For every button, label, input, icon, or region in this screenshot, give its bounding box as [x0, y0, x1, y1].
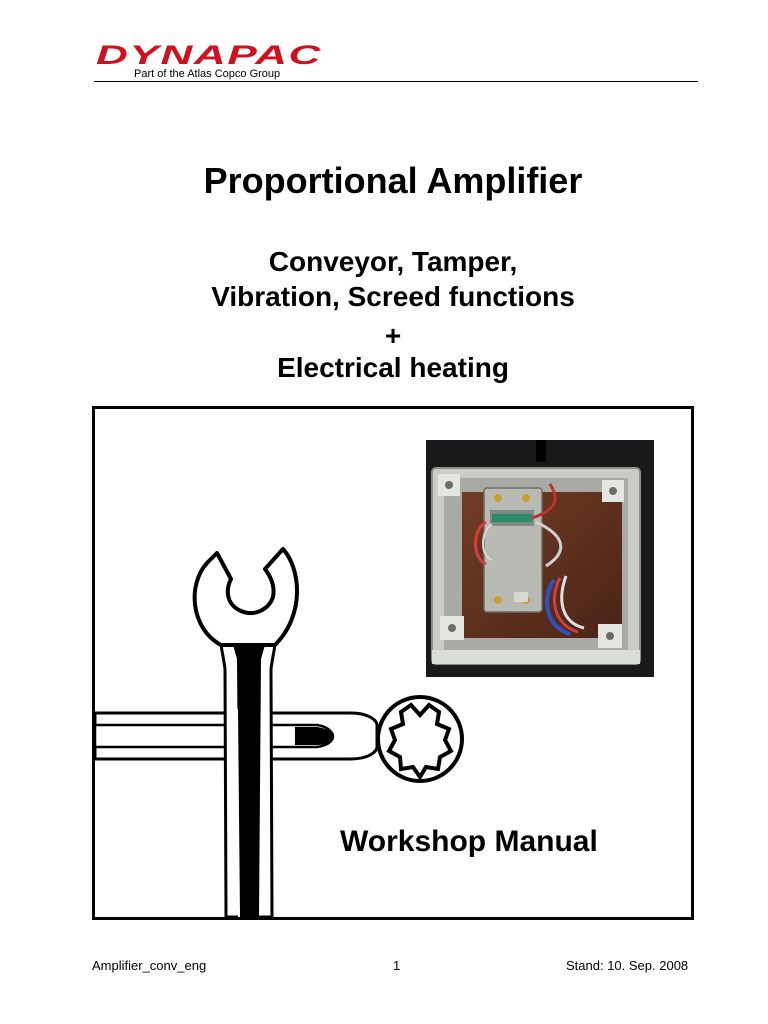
document-title: Proportional Amplifier: [203, 160, 583, 201]
vertical-wrench-icon: [192, 547, 299, 917]
brand-wordmark: DYNAPAC: [96, 42, 322, 68]
subtitle-line-2: Vibration, Screed functions: [211, 281, 575, 312]
footer-filename: Amplifier_conv_eng: [92, 958, 207, 973]
subtitle-plus: +: [384, 320, 402, 351]
workshop-manual-label: Workshop Manual: [340, 825, 598, 858]
brand-tagline: Part of the Atlas Copco Group: [134, 68, 281, 80]
dynapac-logo: DYNAPAC: [96, 42, 336, 68]
header-divider: [94, 81, 698, 82]
wrench-icon: [95, 547, 464, 917]
footer-date: Stand: 10. Sep. 2008: [566, 958, 689, 973]
horizontal-wrench-icon: [95, 695, 464, 783]
subtitle-line-1: Conveyor, Tamper,: [268, 246, 518, 277]
amplifier-photo: [426, 440, 654, 677]
footer-page-number: 1: [393, 958, 401, 973]
subtitle-line-3: Electrical heating: [277, 352, 509, 383]
illustration-frame: Workshop Manual: [92, 406, 694, 920]
